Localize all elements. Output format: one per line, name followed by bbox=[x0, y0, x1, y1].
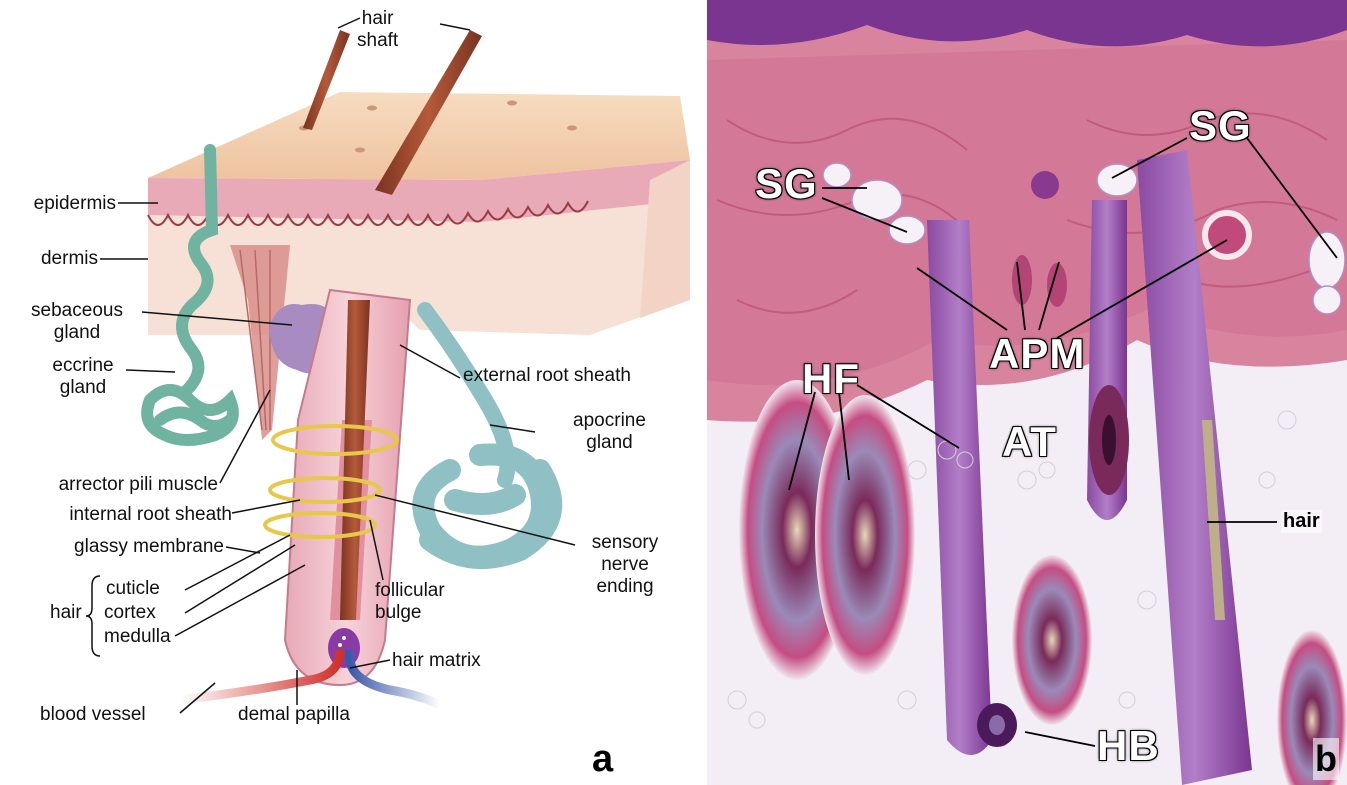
label-eccrine-gland: eccrine gland bbox=[40, 355, 126, 399]
label-demal-papilla: demal papilla bbox=[238, 704, 350, 726]
label-epidermis: epidermis bbox=[6, 193, 116, 215]
label-hf: HF bbox=[802, 355, 860, 403]
label-hair-shaft: hair shaft bbox=[357, 8, 398, 52]
panel-a-illustration: hair shaft epidermis dermis sebaceous gl… bbox=[0, 0, 700, 785]
label-sg-left: SG bbox=[755, 160, 818, 208]
label-cortex: cortex bbox=[104, 602, 156, 624]
panel-letter-a: a bbox=[592, 738, 613, 781]
label-internal-root-sheath: internal root sheath bbox=[6, 504, 232, 526]
label-medulla: medulla bbox=[104, 626, 171, 648]
eccrine-coil bbox=[147, 390, 233, 440]
panel-b-histology: SG SG APM HF AT HB hair b bbox=[707, 0, 1347, 785]
label-arrector-pili-muscle: arrector pili muscle bbox=[6, 474, 218, 496]
label-external-root-sheath: external root sheath bbox=[463, 365, 631, 387]
label-sensory-nerve-ending: sensory nerve ending bbox=[580, 532, 670, 598]
hair-brace bbox=[86, 574, 102, 658]
label-apocrine-gland: apocrine gland bbox=[562, 410, 657, 454]
label-glassy-membrane: glassy membrane bbox=[6, 536, 224, 558]
label-at: AT bbox=[1002, 418, 1057, 466]
label-sg-right: SG bbox=[1189, 102, 1252, 150]
label-sebaceous-gland: sebaceous gland bbox=[14, 300, 140, 344]
label-hair-histology: hair bbox=[1281, 510, 1322, 533]
label-hair: hair bbox=[50, 602, 82, 624]
label-dermis: dermis bbox=[6, 248, 98, 270]
label-cuticle: cuticle bbox=[106, 578, 160, 600]
label-hair-matrix: hair matrix bbox=[392, 650, 481, 672]
label-hb: HB bbox=[1097, 722, 1160, 770]
hf-cross-section-2 bbox=[815, 395, 915, 675]
apocrine-coil bbox=[423, 454, 551, 558]
label-blood-vessel: blood vessel bbox=[40, 704, 146, 726]
panel-letter-b: b bbox=[1313, 738, 1339, 780]
label-apm: APM bbox=[989, 330, 1085, 378]
label-follicular-bulge: follicular bulge bbox=[375, 580, 445, 624]
